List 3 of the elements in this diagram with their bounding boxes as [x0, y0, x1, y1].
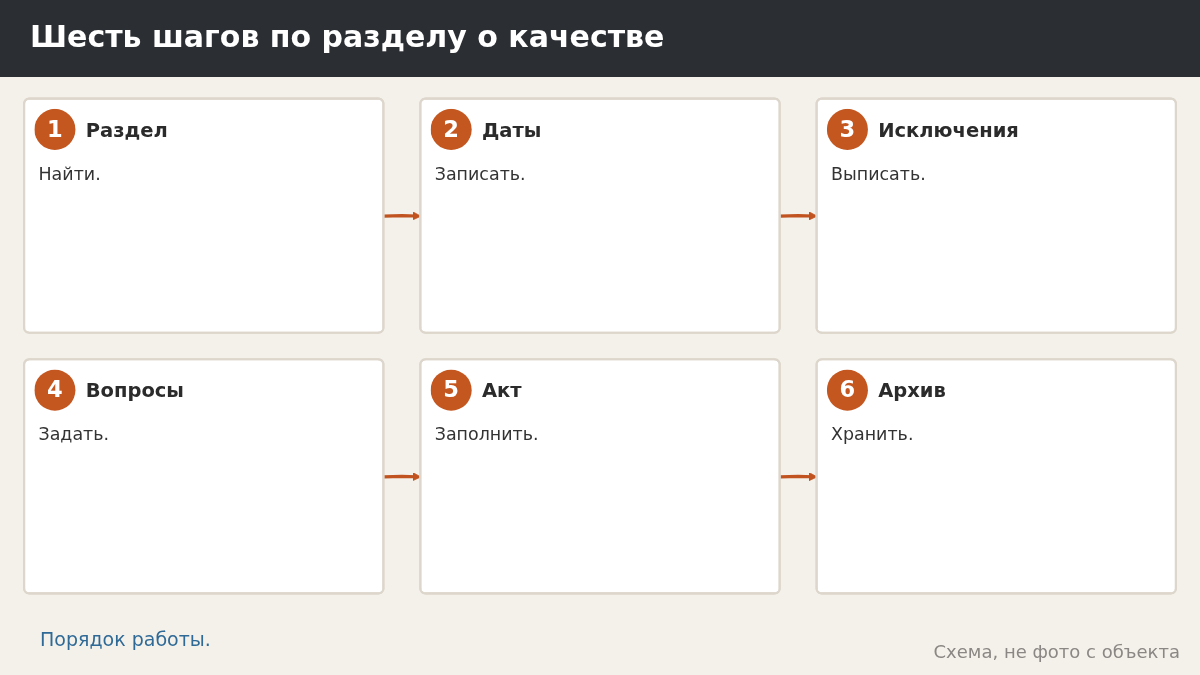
diagram-title: Шесть шагов по разделу о качестве — [30, 19, 665, 54]
caption-text: Порядок работы. — [40, 628, 211, 650]
note-text: Схема, не фото с объекта — [933, 641, 1180, 662]
